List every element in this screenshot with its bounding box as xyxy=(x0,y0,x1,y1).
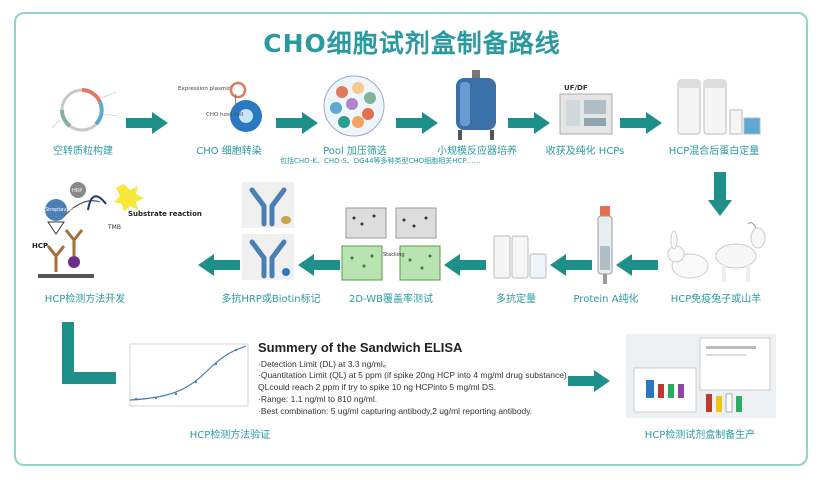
step-label-2dwb: 2D-WB覆盖率测试 xyxy=(348,294,433,305)
step-label-plasmid: 空转质粒构建 xyxy=(53,146,113,157)
arrow-left-icon xyxy=(198,254,240,276)
elisa-summary-title: Summery of the Sandwich ELISA xyxy=(258,340,463,355)
2d-western-blot-icon xyxy=(341,207,441,281)
arrow-left-icon xyxy=(616,254,658,276)
hcp-label: HCP xyxy=(32,242,49,250)
step-label-purify: Protein A纯化 xyxy=(573,294,639,305)
hrp-label: HRP xyxy=(72,188,83,194)
elisa-line: ·Range: 1.1 ng/ml to 810 ng/ml. xyxy=(258,394,378,404)
step-label-bioreactor: 小规模反应器培养 xyxy=(437,146,517,157)
reagent-bottles-icon xyxy=(677,79,761,135)
elisa-line: ·Detection Limit (DL) at 3.3 ng/ml。 xyxy=(258,359,392,369)
step-label-immunize: HCP免疫兔子或山羊 xyxy=(670,294,762,305)
elisa-line: ·Quantitation Limit (QL) at 5 ppm (if sp… xyxy=(258,370,570,380)
blot-stacking-label: Stacking xyxy=(383,252,405,258)
step-label-labeling: 多抗HRP或Biotin标记 xyxy=(221,294,321,305)
arrow-right-icon xyxy=(126,112,168,134)
elisa-line: QLcould reach 2 ppm if try to spike 10 n… xyxy=(258,382,497,392)
ufdf-tag: UF/DF xyxy=(564,84,588,92)
step-label-transfection: CHO 细胞转染 xyxy=(196,146,262,157)
tmb-label: TMB xyxy=(108,224,121,231)
arrow-right-icon xyxy=(508,112,550,134)
elisa-kit-icon xyxy=(626,334,776,418)
arrow-left-icon xyxy=(550,254,592,276)
arrow-right-icon xyxy=(276,112,318,134)
step-label-quant: HCP混合后蛋白定量 xyxy=(668,146,760,157)
antibody-bottles-icon xyxy=(493,235,547,279)
arrow-right-icon xyxy=(568,370,610,392)
pool-note: 包括CHO-K、CHO-S、DG44等多种类型CHO细胞相关HCP…… xyxy=(280,157,481,165)
step-label-method-dev: HCP检测方法开发 xyxy=(44,294,126,305)
substrate-label: Substrate reaction xyxy=(128,210,202,218)
labeled-antibody-icon xyxy=(242,182,294,280)
bioreactor-icon xyxy=(456,70,496,140)
standard-curve-chart xyxy=(116,336,256,420)
pool-dish-icon xyxy=(323,75,385,137)
step-label-pool: Pool 加压筛选 xyxy=(323,146,387,157)
arrow-left-icon xyxy=(444,254,486,276)
step-label-ab-quant: 多抗定量 xyxy=(496,294,536,305)
step-label-production: HCP检测试剂盒制备生产 xyxy=(644,430,756,441)
page-title: CHO细胞试剂盒制备路线 xyxy=(263,29,561,58)
plasmid-text: Expression plasmid xyxy=(178,86,232,92)
host-cell-text: CHO host cell xyxy=(206,112,244,118)
protein-a-column-icon xyxy=(597,206,613,284)
arrow-down-icon xyxy=(708,172,732,216)
rabbit-goat-icon xyxy=(667,222,766,282)
arrow-left-icon xyxy=(298,254,340,276)
arrow-right-icon xyxy=(396,112,438,134)
strep-label: Streptavidin xyxy=(45,207,76,213)
outer-frame xyxy=(14,12,808,466)
elisa-line: ·Best combination: 5 ug/ml capturing ant… xyxy=(258,406,533,416)
cho-cell-icon xyxy=(229,81,262,132)
step-label-validation: HCP检测方法验证 xyxy=(189,430,271,441)
sandwich-assay-icon xyxy=(38,182,144,278)
arrow-right-icon xyxy=(620,112,662,134)
ufdf-system-icon xyxy=(559,93,613,135)
plasmid-map-icon xyxy=(51,88,119,132)
step-label-harvest: 收获及纯化 HCPs xyxy=(545,146,625,157)
